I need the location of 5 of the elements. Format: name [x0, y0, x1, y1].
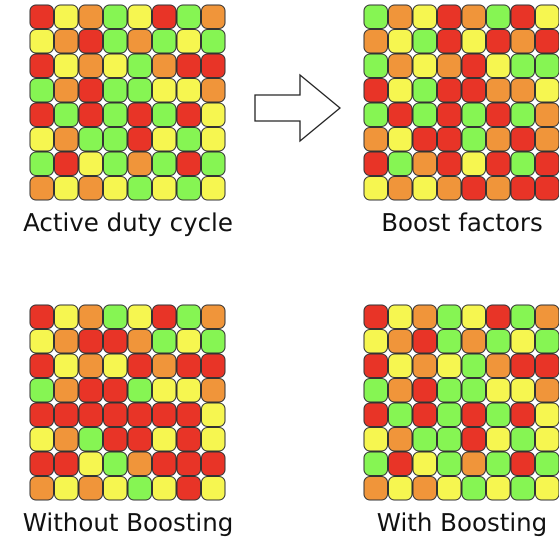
block-arrow: [254, 74, 342, 142]
node-label: Without Boosting: [22, 508, 234, 537]
node-label: Active duty cycle: [23, 208, 233, 237]
node-label: Boost factors: [381, 208, 543, 237]
node-label: With Boosting: [376, 508, 548, 537]
